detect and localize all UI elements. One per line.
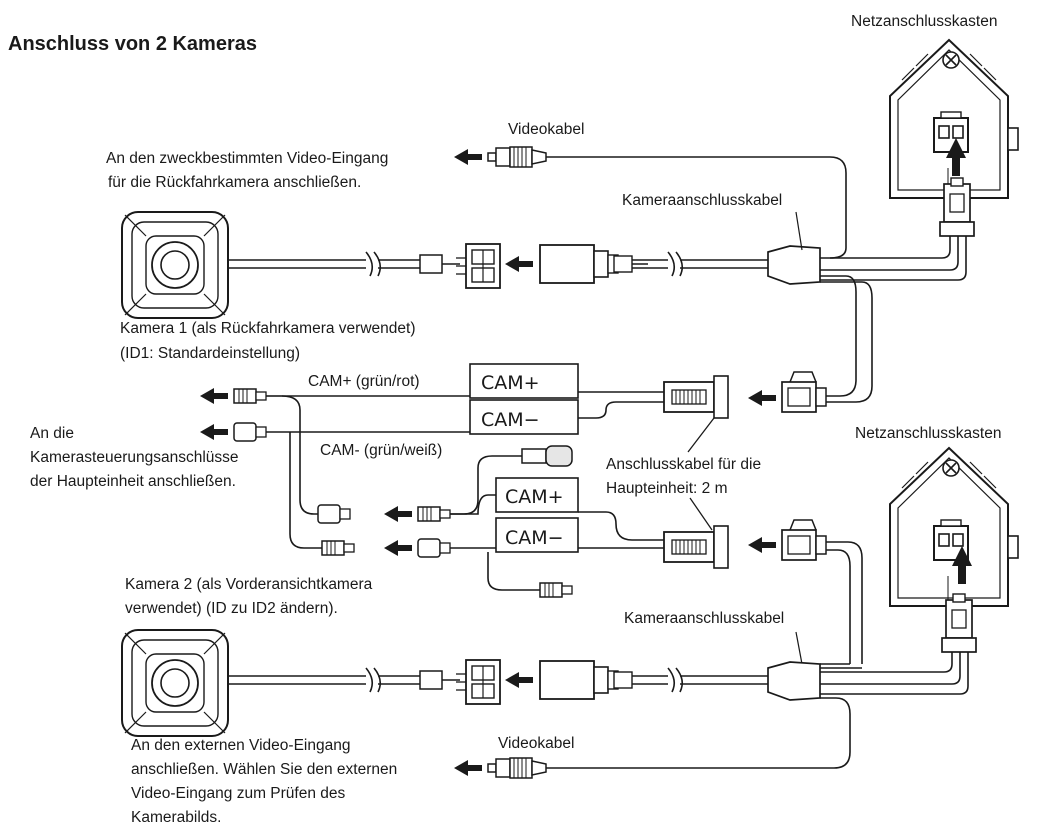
video-cable-label-top: Videokabel [508,121,584,138]
head-unit-label-line1: An die [30,425,74,442]
diagram-title: Anschluss von 2 Kameras [8,33,257,55]
rear-video-input-line2: für die Rückfahrkamera anschließen. [108,174,361,191]
main-plug-bottom [781,519,827,561]
arrow-left-icon [454,149,482,165]
camera-cable-label-bottom: Kameraanschlusskabel [624,610,784,627]
camera-cable-plug-top [539,244,619,284]
rca-plug-bottom [487,757,547,779]
video-wire-top [546,156,847,259]
cam-plus-wire-top [282,391,664,397]
cam-minus-wire-label: CAM- (grün/weiß) [320,442,442,459]
cam-plus-tag-text-bottom: CAM+ [505,486,564,508]
camera2-label-line2: verwendet) (ID zu ID2 ändern). [125,600,338,617]
head-unit-label-line2: Kamerasteuerungsanschlüsse [30,449,239,466]
cam-plus-wire-label: CAM+ (grün/rot) [308,373,420,390]
power-box-label-bottom: Netzanschlusskasten [855,425,1001,442]
arrow-up-icon [952,546,972,584]
arrow-left-icon [454,760,482,776]
camera1-cable [228,259,366,269]
camera-2 [121,629,229,737]
cam-minus-plug-mid [417,538,451,558]
power-plug-bottom [941,593,977,653]
camera1-label-line2: (ID1: Standardeinstellung) [120,345,300,362]
ext-input-label-line2: anschließen. Wählen Sie den externen [131,761,397,778]
rear-video-input-line1: An den zweckbestimmten Video-Eingang [106,150,388,167]
cam-plus-tag-top [469,363,579,399]
camera1-label-line1: Kamera 1 (als Rückfahrkamera verwendet) [120,320,415,337]
power-junction-box-bottom [889,447,1019,607]
cam-plus-spade-mid [417,506,451,522]
arrow-left-icon [384,540,412,556]
arrow-up-icon [946,138,966,176]
cam-minus-spade-lower [321,540,355,556]
cam-plus-tag-text: CAM+ [481,372,540,394]
unused-terminal-top [521,445,573,467]
power-plug-top [939,177,975,237]
ext-input-label-line1: An den externen Video-Eingang [131,737,350,754]
camera1-connector [455,243,501,289]
cam-minus-tag-text-bottom: CAM− [505,527,564,549]
main-unit-connector-bottom [663,525,729,569]
head-unit-label-line3: der Haupteinheit anschließen. [30,473,236,490]
power-box-label-top: Netzanschlusskasten [851,13,997,30]
camera-1 [121,211,229,319]
video-cable-label-bottom: Videokabel [498,735,574,752]
arrow-left-icon [748,537,776,553]
arrow-left-icon [384,506,412,522]
arrow-left-icon [200,388,228,404]
cam-plus-plug [233,388,267,404]
ext-input-label-line4: Kamerabilds. [131,809,221,826]
camera-cable-plug-bottom [539,660,619,700]
cable-splitter-bottom [767,661,821,701]
rca-plug-top [487,146,547,168]
video-wire-bottom [546,697,851,769]
main-cable-label-line2: Haupteinheit: 2 m [606,480,728,497]
camera2-connector [455,659,501,705]
cable-splitter-top [767,245,821,285]
camera2-label-line1: Kamera 2 (als Vorderansichtkamera [125,576,373,593]
cam-plus-spade-lower [317,504,351,524]
main-cable-label-line1: Anschlusskabel für die [606,456,761,473]
cam-minus-tag-bottom [495,517,579,553]
ext-input-label-line3: Video-Eingang zum Prüfen des [131,785,346,802]
arrow-left-icon [505,256,533,272]
cam-plus-tag-bottom [495,477,579,513]
cam-minus-tag-text: CAM− [481,409,540,431]
unused-terminal-bottom [539,582,573,598]
cam-minus-wire-top [290,401,664,433]
arrow-left-icon [505,672,533,688]
arrow-left-icon [748,390,776,406]
main-unit-connector-top [663,375,729,419]
main-plug-top [781,371,827,413]
cam-minus-plug [233,422,267,442]
arrow-left-icon [200,424,228,440]
cam-minus-tag-top [469,399,579,435]
camera-cable-label-top: Kameraanschlusskabel [622,192,782,209]
camera2-cable [228,675,366,685]
